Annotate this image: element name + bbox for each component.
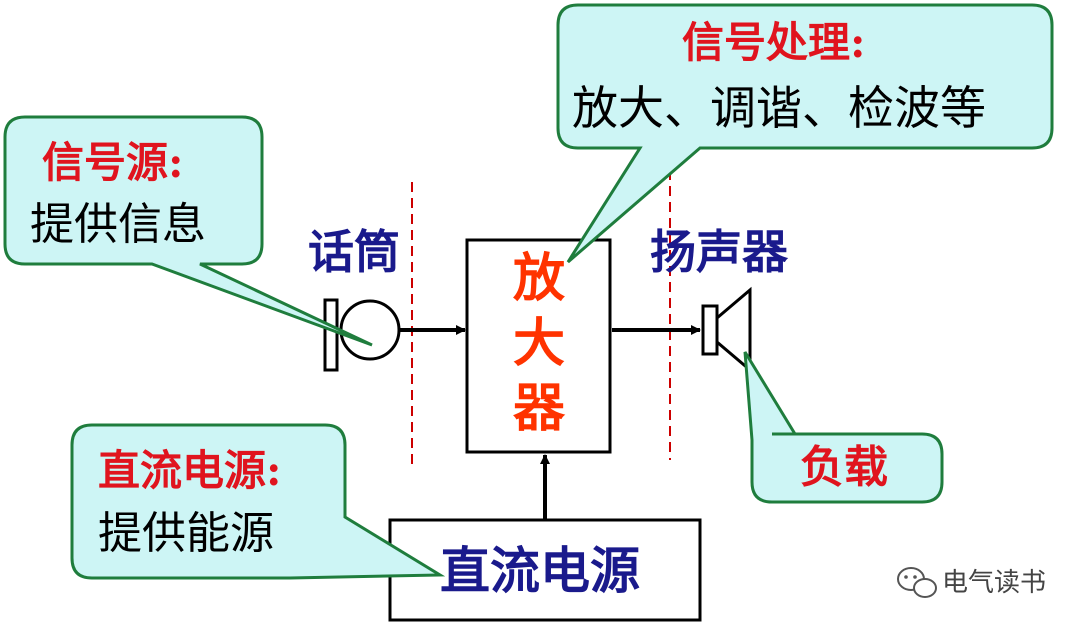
speaker-icon <box>701 286 752 374</box>
power-supply-label: 直流电源 <box>440 542 640 600</box>
processing-body: 放大、调谐、检波等 <box>572 81 986 135</box>
microphone-icon <box>323 298 401 372</box>
source-title: 信号源: <box>42 138 184 187</box>
watermark-text: 电气读书 <box>942 568 1047 598</box>
microphone-label: 话筒 <box>308 225 400 279</box>
callout-processing-bubble <box>556 3 1054 264</box>
load-title: 负载 <box>800 442 888 493</box>
wechat-icon <box>897 567 937 598</box>
speaker-label: 扬声器 <box>650 225 788 279</box>
amplifier-box <box>465 238 612 454</box>
amplifier-char-1: 放 <box>513 249 566 309</box>
power-title: 直流电源: <box>98 446 282 495</box>
power-body: 提供能源 <box>98 508 274 559</box>
processing-title: 信号处理: <box>682 18 866 67</box>
amplifier-char-3: 器 <box>513 379 566 439</box>
source-body: 提供信息 <box>30 199 206 250</box>
callout-source-bubble <box>3 115 373 347</box>
power-supply-box <box>388 518 702 622</box>
callout-power-bubble <box>70 423 446 580</box>
amplifier-char-2: 大 <box>513 314 566 374</box>
callout-load-bubble <box>743 351 944 504</box>
